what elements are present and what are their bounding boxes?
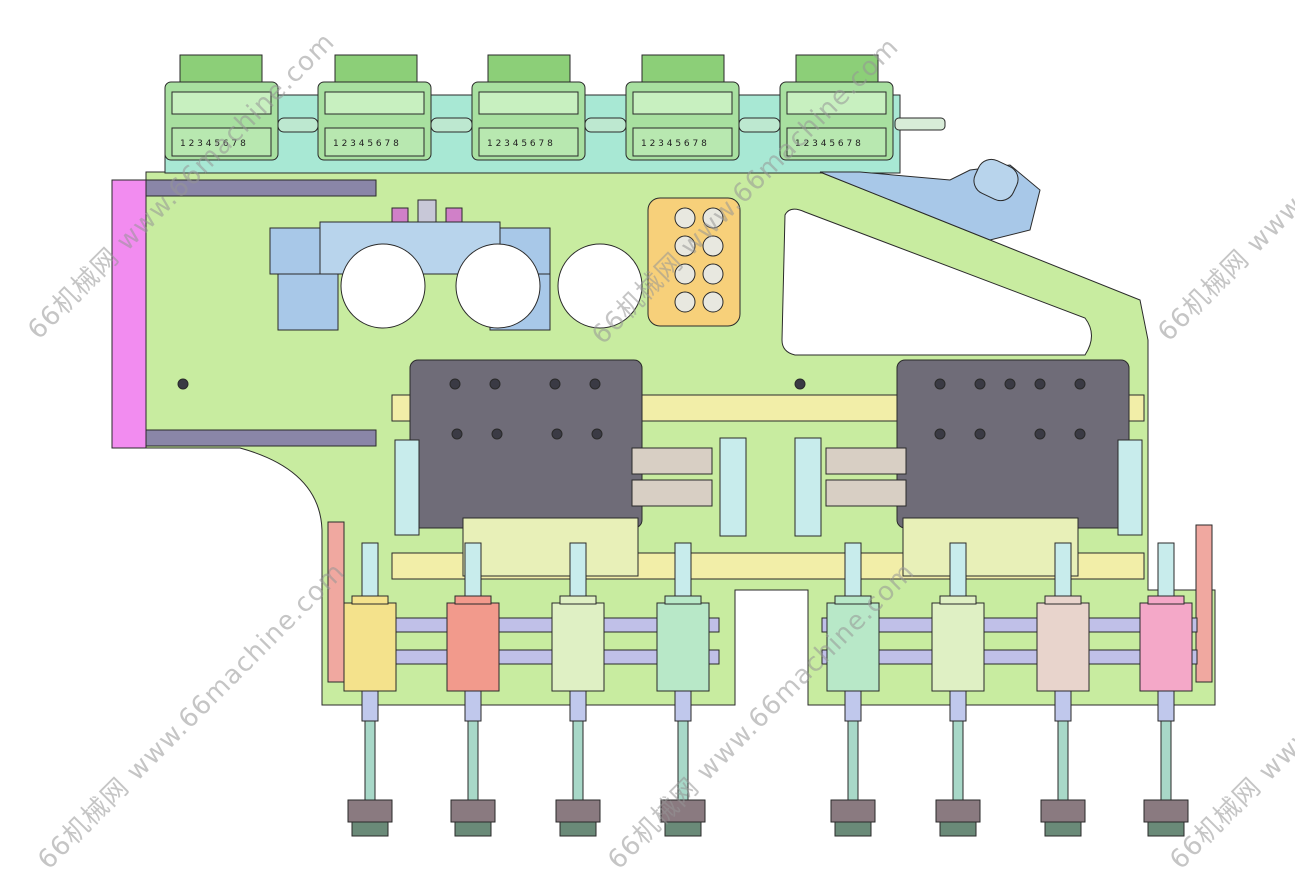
air-manifold	[647, 197, 741, 327]
terminal-number-row: 1 2 3 4 5 6 7 8	[487, 139, 553, 149]
angled-valve	[819, 158, 1041, 241]
terminal-module-4: 1 2 3 4 5 6 7 8	[625, 54, 740, 161]
terminal-module-2: 1 2 3 4 5 6 7 8	[317, 54, 432, 161]
mounting-hole	[177, 378, 189, 390]
mounting-hole	[449, 378, 461, 390]
terminal-number-row: 1 2 3 4 5 6 7 8	[641, 139, 707, 149]
terminal-module-1: 1 2 3 4 5 6 7 8	[164, 54, 279, 161]
cylinder	[343, 542, 397, 837]
mounting-hole	[974, 428, 986, 440]
mounting-hole	[934, 378, 946, 390]
mounting-hole	[1004, 378, 1016, 390]
mounting-hole	[491, 428, 503, 440]
cylinder	[656, 542, 710, 837]
mounting-holes	[177, 378, 1086, 440]
slide-block-left	[409, 359, 643, 529]
mounting-hole	[1074, 378, 1086, 390]
cylinder	[551, 542, 605, 837]
mounting-hole	[1074, 428, 1086, 440]
terminal-number-row: 1 2 3 4 5 6 7 8	[795, 139, 861, 149]
mounting-hole	[1034, 378, 1046, 390]
terminal-module-5: 1 2 3 4 5 6 7 8	[779, 54, 894, 161]
mounting-hole	[451, 428, 463, 440]
cylinder	[446, 542, 500, 837]
vertical-cylinders	[343, 542, 1193, 837]
mounting-hole	[974, 378, 986, 390]
terminal-number-row: 1 2 3 4 5 6 7 8	[180, 139, 246, 149]
cylinder	[826, 542, 880, 837]
left-side-bar	[111, 179, 149, 449]
cylinder	[1139, 542, 1193, 837]
mounting-hole	[934, 428, 946, 440]
mounting-hole	[794, 378, 806, 390]
cylinder	[1036, 542, 1090, 837]
plate-cutout	[340, 243, 426, 329]
mounting-hole	[549, 378, 561, 390]
terminal-number-row: 1 2 3 4 5 6 7 8	[333, 139, 399, 149]
cylinder	[931, 542, 985, 837]
mounting-hole	[589, 378, 601, 390]
plate-cutout	[455, 243, 541, 329]
mounting-hole	[489, 378, 501, 390]
plate-cutout	[557, 243, 643, 329]
triangular-cutout	[781, 208, 1092, 356]
mounting-hole	[591, 428, 603, 440]
mounting-hole	[551, 428, 563, 440]
mounting-hole	[1034, 428, 1046, 440]
terminal-module-3: 1 2 3 4 5 6 7 8	[471, 54, 586, 161]
